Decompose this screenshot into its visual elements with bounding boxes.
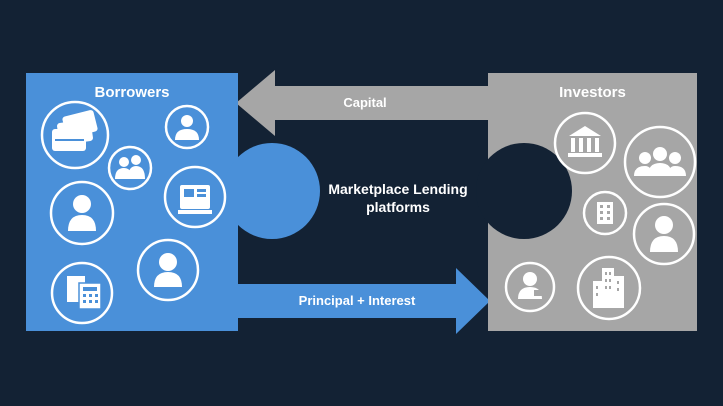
borrowers-connector [224,143,320,239]
repayment-arrow [236,268,490,334]
group-icon [623,125,697,199]
calculator-documents-icon [50,261,114,325]
bank-icon [553,111,617,175]
businesswoman-icon [632,202,696,266]
couple-icon [107,145,153,191]
credit-cards-icon [40,100,110,170]
investors-title: Investors [559,84,626,101]
businessman-icon [164,104,210,150]
user-silhouette-icon [136,238,200,302]
investors-connector [476,143,572,239]
cash-register-icon [163,165,227,229]
platform-line-2: platforms [366,199,430,215]
repayment-label: Principal + Interest [298,293,416,308]
woman-icon [49,180,115,246]
borrowers-title: Borrowers [94,84,170,101]
city-buildings-icon [576,255,642,321]
platform-line-1: Marketplace Lending [328,181,468,197]
capital-label: Capital [343,95,387,110]
presenter-icon [504,261,556,313]
office-building-icon [582,190,628,236]
capital-arrow [236,70,488,136]
platform-label: Marketplace Lending platforms [318,180,478,216]
